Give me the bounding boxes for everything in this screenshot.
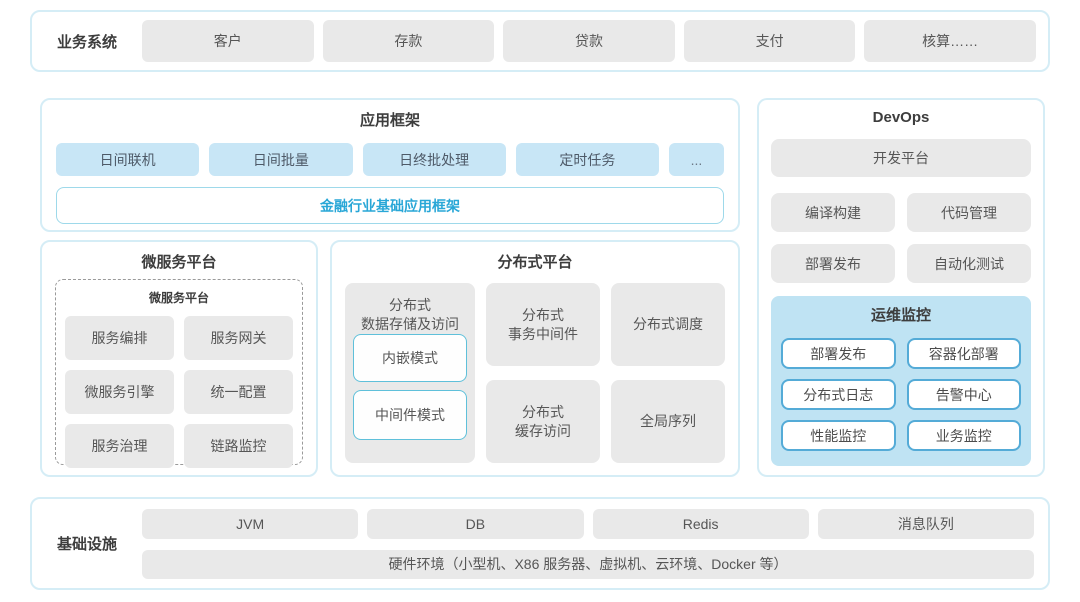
distributed-column-2: 分布式 事务中间件分布式 缓存访问: [486, 283, 600, 463]
devops-box: 编译构建: [771, 193, 895, 232]
ops-monitor-grid: 部署发布容器化部署分布式日志告警中心性能监控业务监控: [781, 338, 1021, 451]
distributed-platform-title: 分布式平台: [497, 254, 573, 271]
app-framework-title: 应用框架: [359, 112, 420, 129]
app-framework-box: 日终批处理: [362, 143, 506, 176]
microservice-inner-title: 微服务平台: [148, 291, 209, 305]
distributed-box: 分布式调度: [611, 283, 725, 366]
microservice-grid: 服务编排服务网关微服务引擎统一配置服务治理链路监控: [65, 316, 293, 468]
devops-box: 自动化测试: [907, 244, 1031, 283]
distributed-box: 分布式 缓存访问: [486, 380, 600, 463]
business-systems-row: 客户存款贷款支付核算……: [142, 20, 1036, 62]
infrastructure-panel: 基础设施 JVM DB Redis 消息队列 硬件环境（小型机、X86 服务器、虚拟机…: [30, 497, 1050, 590]
ops-monitor-box: 容器化部署: [906, 338, 1021, 369]
devops-grid: 编译构建代码管理部署发布自动化测试: [771, 193, 1031, 283]
devops-panel: DevOps 开发平台 编译构建代码管理部署发布自动化测试 运维监控 部署发布容…: [757, 98, 1045, 477]
app-framework-box: ...: [669, 143, 724, 176]
business-systems-label: 业务系统: [56, 33, 117, 51]
app-framework-box: 定时任务: [515, 143, 659, 176]
app-framework-row: 日间联机日间批量日终批处理定时任务...: [56, 143, 724, 176]
middleware-mode-box: 中间件模式: [353, 389, 467, 440]
infrastructure-box: DB: [367, 508, 584, 539]
microservice-platform-title: 微服务平台: [141, 254, 217, 271]
ops-monitor-box: 业务监控: [906, 420, 1021, 451]
distributed-box: 分布式 事务中间件: [486, 283, 600, 366]
devops-box: 部署发布: [771, 244, 895, 283]
distributed-platform-panel: 分布式平台 分布式 数据存储及访问 内嵌模式 中间件模式 分布式 事务中间件分布…: [330, 240, 740, 477]
business-system-box: 贷款: [503, 20, 675, 62]
business-systems-panel: 业务系统 客户存款贷款支付核算……: [30, 10, 1050, 72]
ops-monitor-box: 分布式日志: [781, 379, 896, 410]
infrastructure-body: JVM DB Redis 消息队列 硬件环境（小型机、X86 服务器、虚拟机、云环境、…: [142, 508, 1034, 579]
microservice-box: 统一配置: [184, 370, 293, 414]
business-system-box: 支付: [683, 20, 856, 62]
ops-monitor-panel: 运维监控 部署发布容器化部署分布式日志告警中心性能监控业务监控: [771, 296, 1031, 466]
microservice-inner-group: 微服务平台 服务编排服务网关微服务引擎统一配置服务治理链路监控: [55, 279, 303, 468]
distributed-storage-group: 分布式 数据存储及访问 内嵌模式 中间件模式: [345, 283, 475, 463]
distributed-column-3: 分布式调度全局序列: [611, 283, 725, 463]
ops-monitor-box: 性能监控: [781, 420, 896, 451]
ops-monitor-box: 部署发布: [781, 338, 896, 369]
base-framework-box: 金融行业基础应用框架: [56, 187, 724, 224]
infrastructure-box: Redis: [592, 508, 809, 539]
dev-platform-box: 开发平台: [771, 139, 1031, 177]
infrastructure-box: 消息队列: [817, 508, 1034, 539]
devops-title: DevOps: [872, 109, 930, 126]
business-system-box: 存款: [322, 20, 495, 62]
app-framework-box: 日间批量: [209, 143, 353, 176]
app-framework-box: 日间联机: [56, 143, 200, 176]
distributed-body: 分布式 数据存储及访问 内嵌模式 中间件模式 分布式 事务中间件分布式 缓存访问…: [345, 283, 725, 463]
hardware-environment-box: 硬件环境（小型机、X86 服务器、虚拟机、云环境、Docker 等）: [142, 549, 1034, 579]
business-system-box: 客户: [142, 20, 314, 62]
microservice-box: 链路监控: [184, 424, 293, 468]
infrastructure-label: 基础设施: [56, 536, 117, 553]
ops-monitor-box: 告警中心: [906, 379, 1021, 410]
devops-box: 代码管理: [907, 193, 1031, 232]
infrastructure-box: JVM: [142, 508, 359, 539]
microservice-platform-panel: 微服务平台 微服务平台 服务编排服务网关微服务引擎统一配置服务治理链路监控: [40, 240, 318, 477]
microservice-box: 服务治理: [65, 424, 174, 468]
ops-monitor-title: 运维监控: [870, 307, 931, 324]
app-framework-panel: 应用框架 日间联机日间批量日终批处理定时任务... 金融行业基础应用框架: [40, 98, 740, 232]
business-system-box: 核算……: [864, 20, 1036, 62]
distributed-storage-title: 分布式 数据存储及访问: [361, 297, 459, 332]
distributed-box: 全局序列: [611, 380, 725, 463]
embedded-mode-box: 内嵌模式: [353, 333, 467, 382]
microservice-box: 微服务引擎: [65, 370, 174, 414]
microservice-box: 服务网关: [184, 316, 293, 360]
microservice-box: 服务编排: [65, 316, 174, 360]
infrastructure-row: JVM DB Redis 消息队列: [142, 508, 1034, 539]
